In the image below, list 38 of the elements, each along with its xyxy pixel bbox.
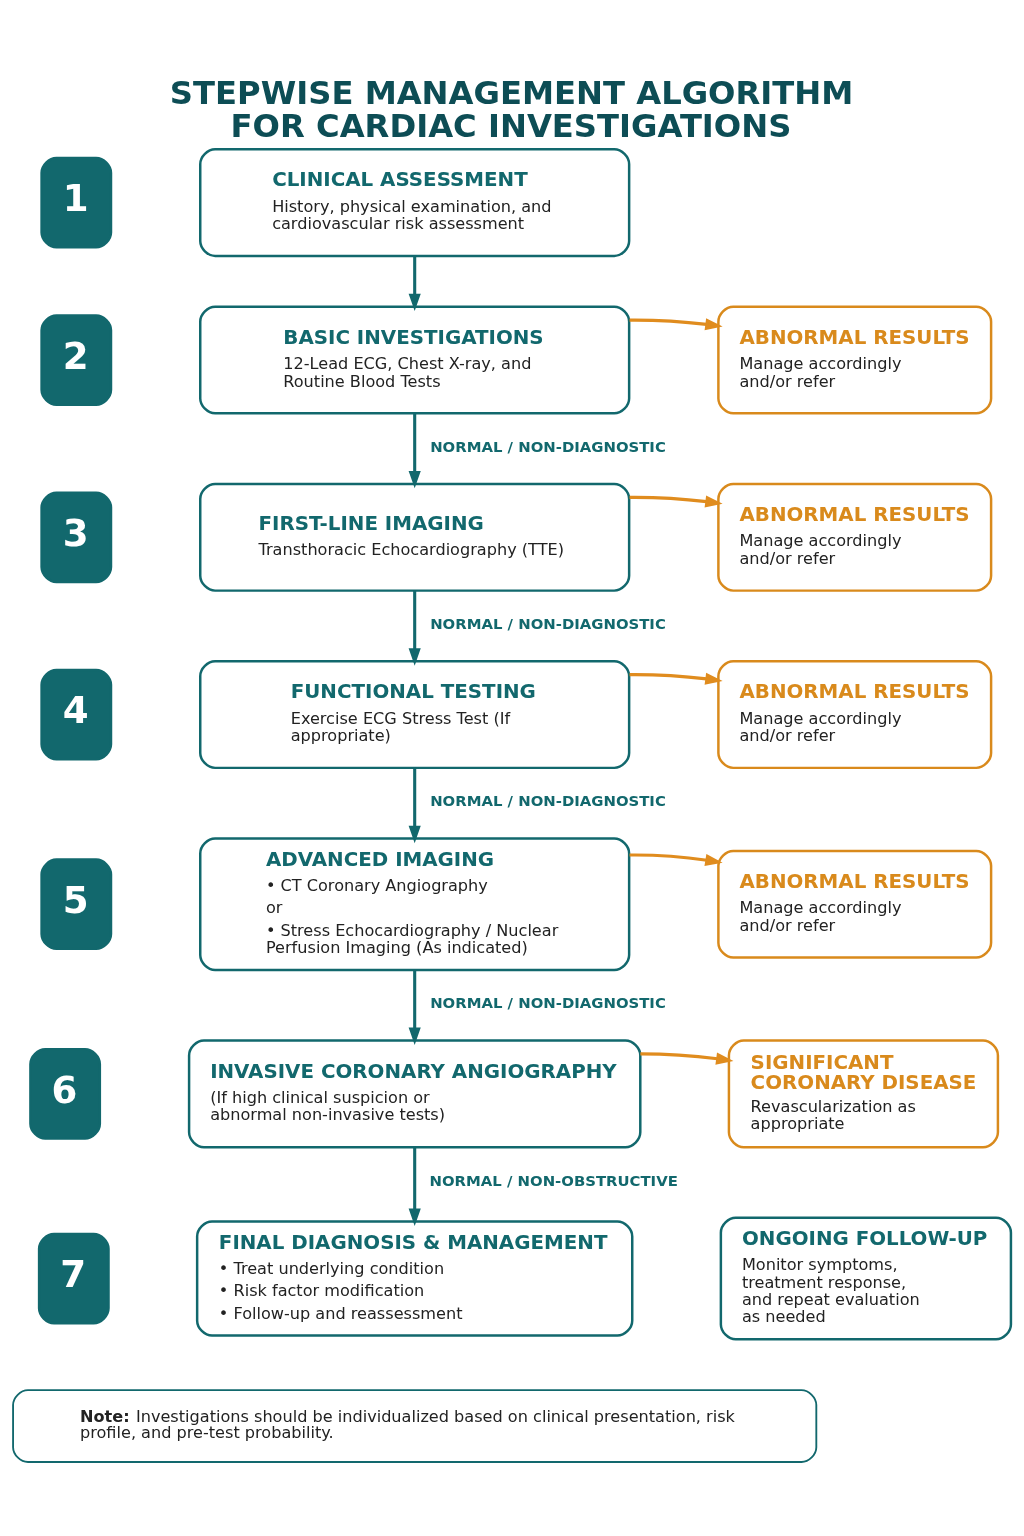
- node-box: 6: [29, 1047, 102, 1140]
- arrow: [408, 1146, 421, 1226]
- arrow: [640, 1051, 734, 1065]
- edge-label: NORMAL / NON-DIAGNOSTIC: [430, 437, 666, 456]
- node-box: 4: [40, 668, 113, 760]
- node-box: SIGNIFICANT CORONARY DISEASE Revascularization as appropriate: [727, 1038, 1000, 1148]
- arrow: [408, 255, 421, 311]
- arrow: [408, 767, 421, 843]
- node-box: ADVANCED IMAGING • CT Coronary Angiography or • Stress Echocardiography / Nuclear Perfusion Imaging (As indicated): [199, 836, 631, 971]
- node-box: 3: [40, 490, 113, 583]
- node-box: ABNORMAL RESULTS Manage accordingly and/or refer: [717, 849, 993, 959]
- edge-label: NORMAL / NON-DIAGNOSTIC: [430, 614, 666, 633]
- arrow: [629, 672, 723, 685]
- arrow: [408, 413, 421, 488]
- node-box: 7: [37, 1232, 110, 1324]
- node-box: ONGOING FOLLOW-UP Monitor symptoms, treatment response, and repeat evaluation as needed: [719, 1216, 1013, 1341]
- edge-label: NORMAL / NON-DIAGNOSTIC: [430, 791, 666, 810]
- diagram-title: STEPWISE MANAGEMENT ALGORITHM FOR CARDIAC INVESTIGATIONS: [169, 73, 854, 145]
- node-box: INVASIVE CORONARY ANGIOGRAPHY (If high clinical suspicion or abnormal non-invasive tests): [187, 1038, 642, 1148]
- node-box: 2: [40, 313, 113, 406]
- node-box: BASIC INVESTIGATIONS 12-Lead ECG, Chest X-ray, and Routine Blood Tests: [199, 305, 631, 415]
- node-box: FINAL DIAGNOSIS & MANAGEMENT • Treat underlying condition • Risk factor modification • Follow-up and reassessment: [195, 1219, 634, 1337]
- node-box: 1: [40, 156, 113, 248]
- arrow: [629, 317, 723, 330]
- node-box: FIRST-LINE IMAGING Transthoracic Echocardiography (TTE): [199, 482, 631, 592]
- arrow: [408, 590, 421, 666]
- node-box: FUNCTIONAL TESTING Exercise ECG Stress Test (If appropriate): [199, 659, 631, 769]
- arrow: [629, 494, 723, 507]
- node-box: CLINICAL ASSESSMENT History, physical examination, and cardiovascular risk assessment: [199, 147, 631, 257]
- edge-label: NORMAL / NON-OBSTRUCTIVE: [429, 1171, 678, 1190]
- node-box: ABNORMAL RESULTS Manage accordingly and/or refer: [717, 659, 993, 769]
- arrow: [408, 969, 421, 1045]
- node-box: Note: Investigations should be individualized based on clinical presentation, risk profile, and pre-test probability.: [12, 1388, 818, 1463]
- arrow: [629, 852, 723, 866]
- edge-label: NORMAL / NON-DIAGNOSTIC: [430, 993, 666, 1012]
- node-box: ABNORMAL RESULTS Manage accordingly and/or refer: [717, 305, 993, 415]
- node-box: 5: [40, 857, 113, 950]
- node-box: ABNORMAL RESULTS Manage accordingly and/or refer: [717, 482, 993, 592]
